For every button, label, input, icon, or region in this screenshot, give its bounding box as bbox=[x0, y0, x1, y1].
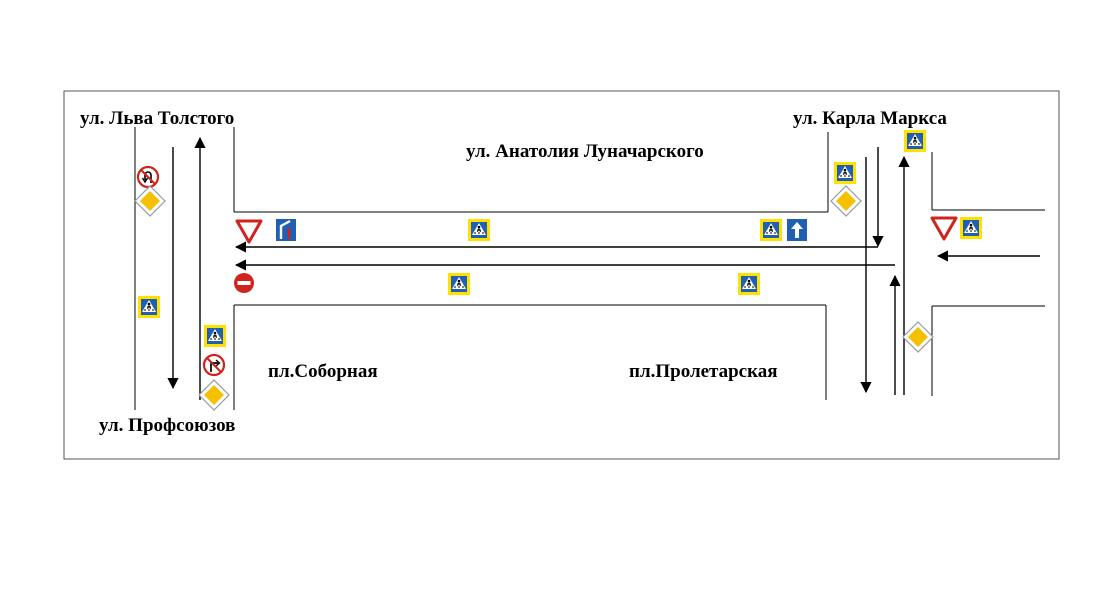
street-label-karla-marksa: ул. Карла Маркса bbox=[793, 108, 947, 129]
pedestrian-crossing-icon bbox=[833, 161, 857, 185]
pedestrian-crossing-icon bbox=[737, 272, 761, 296]
street-label-lunacharskogo: ул. Анатолия Луначарского bbox=[466, 141, 704, 162]
give-way-icon bbox=[235, 219, 263, 244]
pedestrian-crossing-icon bbox=[903, 129, 927, 153]
street-label-lva-tolstogo: ул. Льва Толстого bbox=[80, 108, 234, 129]
one-way-road-icon bbox=[787, 219, 807, 241]
diagram-frame bbox=[63, 90, 1060, 460]
pedestrian-crossing-icon bbox=[203, 324, 227, 348]
street-label-profsoyuzov: ул. Профсоюзов bbox=[99, 415, 235, 436]
pedestrian-crossing-icon bbox=[447, 272, 471, 296]
priority-road-icon bbox=[830, 185, 862, 217]
road-edges bbox=[134, 127, 1045, 410]
square-label-proletarskaya: пл.Пролетарская bbox=[629, 361, 778, 382]
no-u-turn-icon bbox=[136, 165, 160, 189]
priority-road-icon bbox=[134, 185, 166, 217]
pedestrian-crossing-icon bbox=[137, 295, 161, 319]
road-signs bbox=[134, 129, 983, 411]
traffic-arrows bbox=[167, 136, 1040, 400]
pedestrian-crossing-icon bbox=[467, 218, 491, 242]
pedestrian-crossing-icon bbox=[959, 216, 983, 240]
square-label-sobornaya: пл.Соборная bbox=[268, 361, 378, 382]
priority-road-icon bbox=[198, 379, 230, 411]
lane-end-icon bbox=[274, 217, 298, 243]
give-way-icon bbox=[930, 216, 958, 241]
no-right-turn-icon bbox=[202, 353, 226, 377]
priority-road-icon bbox=[902, 321, 934, 353]
pedestrian-crossing-icon bbox=[759, 218, 783, 242]
no-entry-icon bbox=[234, 273, 254, 293]
